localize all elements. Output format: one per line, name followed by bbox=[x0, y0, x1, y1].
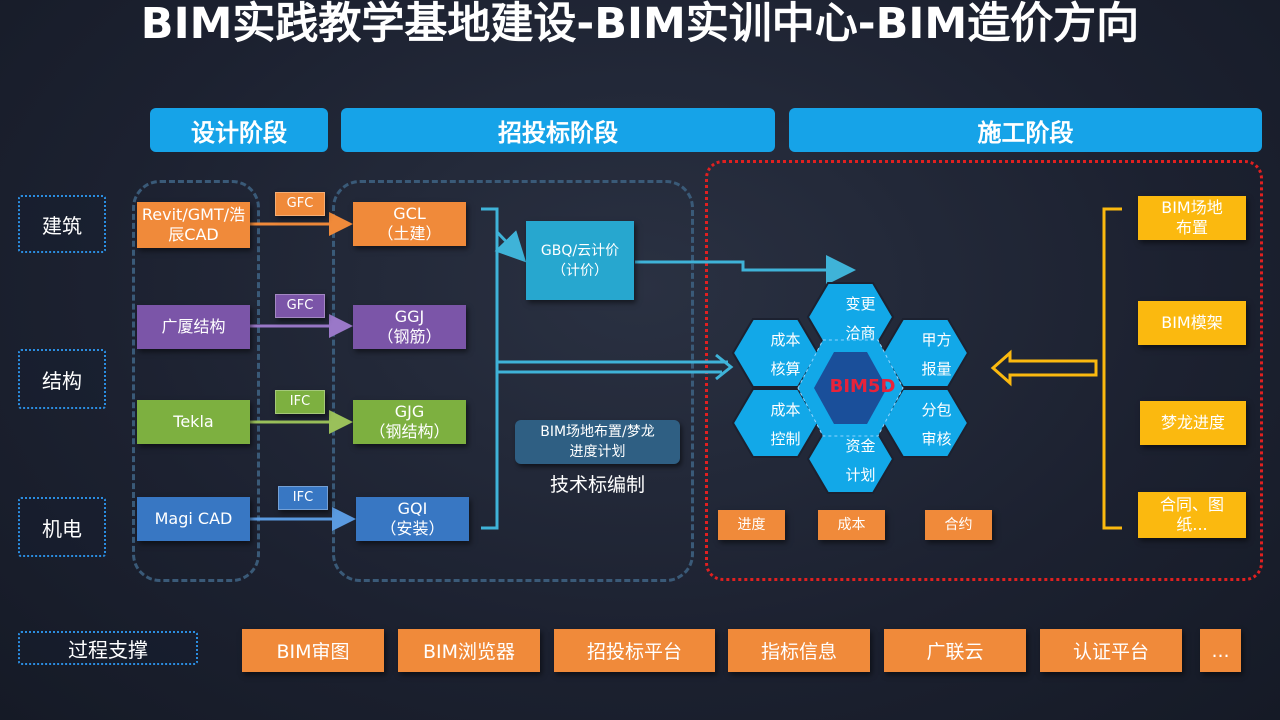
hollow-arrow bbox=[990, 349, 1098, 387]
input-site-layout: BIM场地 布置 bbox=[1138, 196, 1246, 240]
support-more: ... bbox=[1200, 629, 1241, 672]
input-contract-docs: 合同、图 纸... bbox=[1138, 492, 1246, 538]
support-glodon-cloud: 广联云 bbox=[884, 629, 1026, 672]
discipline-structure: 结构 bbox=[18, 349, 106, 409]
input-formwork: BIM模架 bbox=[1138, 301, 1246, 345]
tool-gjg: GJG （钢结构） bbox=[353, 400, 466, 444]
process-support-label: 过程支撑 bbox=[18, 631, 198, 665]
tool-ggj: GGJ （钢筋） bbox=[353, 305, 466, 349]
support-index-info: 指标信息 bbox=[728, 629, 870, 672]
hex-label-subcontract-review: 分包 审核 bbox=[921, 401, 952, 448]
phase-design: 设计阶段 bbox=[150, 108, 328, 152]
double-line-head bbox=[715, 353, 734, 381]
arrow-gbq-bim5d bbox=[635, 255, 856, 285]
tool-magi: Magi CAD bbox=[137, 497, 250, 541]
format-tag-gfc: GFC bbox=[275, 192, 325, 216]
bim5d-hex-cluster bbox=[731, 282, 970, 494]
hex-center bbox=[814, 352, 887, 424]
design-group-frame bbox=[132, 180, 260, 582]
format-tag-ifc: IFC bbox=[278, 486, 328, 510]
format-tag-gfc: GFC bbox=[275, 294, 325, 318]
page-title: BIM实践教学基地建设-BIM实训中心-BIM造价方向 bbox=[140, 0, 1140, 49]
construction-bracket bbox=[1102, 207, 1122, 530]
hex-label-cost-control: 成本 控制 bbox=[770, 401, 801, 448]
site-plan-box: BIM场地布置/梦龙 进度计划 bbox=[515, 420, 680, 464]
bim5d-center-label: BIM5D bbox=[829, 376, 896, 397]
output-contract: 合约 bbox=[925, 510, 992, 540]
hex-label-owner-report: 甲方 报量 bbox=[921, 331, 952, 378]
output-cost: 成本 bbox=[818, 510, 885, 540]
discipline-architecture: 建筑 bbox=[18, 195, 106, 253]
bidding-group-frame bbox=[332, 180, 694, 582]
tool-tekla: Tekla bbox=[137, 400, 250, 444]
support-bid-platform: 招投标平台 bbox=[554, 629, 715, 672]
tool-guangsha: 广厦结构 bbox=[137, 305, 250, 349]
tool-gbq: GBQ/云计价 （计价） bbox=[526, 221, 634, 300]
hex-label-fund-plan: 资金 计划 bbox=[845, 437, 876, 484]
output-progress: 进度 bbox=[718, 510, 785, 540]
support-bim-browser: BIM浏览器 bbox=[398, 629, 540, 672]
discipline-mep: 机电 bbox=[18, 497, 106, 557]
hex-label-change: 变更 洽商 bbox=[845, 295, 876, 342]
phase-bidding: 招投标阶段 bbox=[341, 108, 775, 152]
phase-construction: 施工阶段 bbox=[789, 108, 1262, 152]
tool-gcl: GCL （土建） bbox=[353, 202, 466, 246]
input-menglong: 梦龙进度 bbox=[1140, 401, 1246, 445]
tool-revit: Revit/GMT/浩辰CAD bbox=[137, 202, 250, 248]
tech-bid-label: 技术标编制 bbox=[549, 474, 645, 496]
format-tag-ifc: IFC bbox=[275, 390, 325, 414]
hex-label-cost-accounting: 成本 核算 bbox=[770, 331, 801, 378]
tool-gqi: GQI （安装） bbox=[356, 497, 469, 541]
bid-bracket bbox=[481, 207, 499, 530]
support-bim-review: BIM审图 bbox=[242, 629, 384, 672]
support-cert-platform: 认证平台 bbox=[1040, 629, 1182, 672]
arrow-to-gbq bbox=[494, 230, 527, 263]
